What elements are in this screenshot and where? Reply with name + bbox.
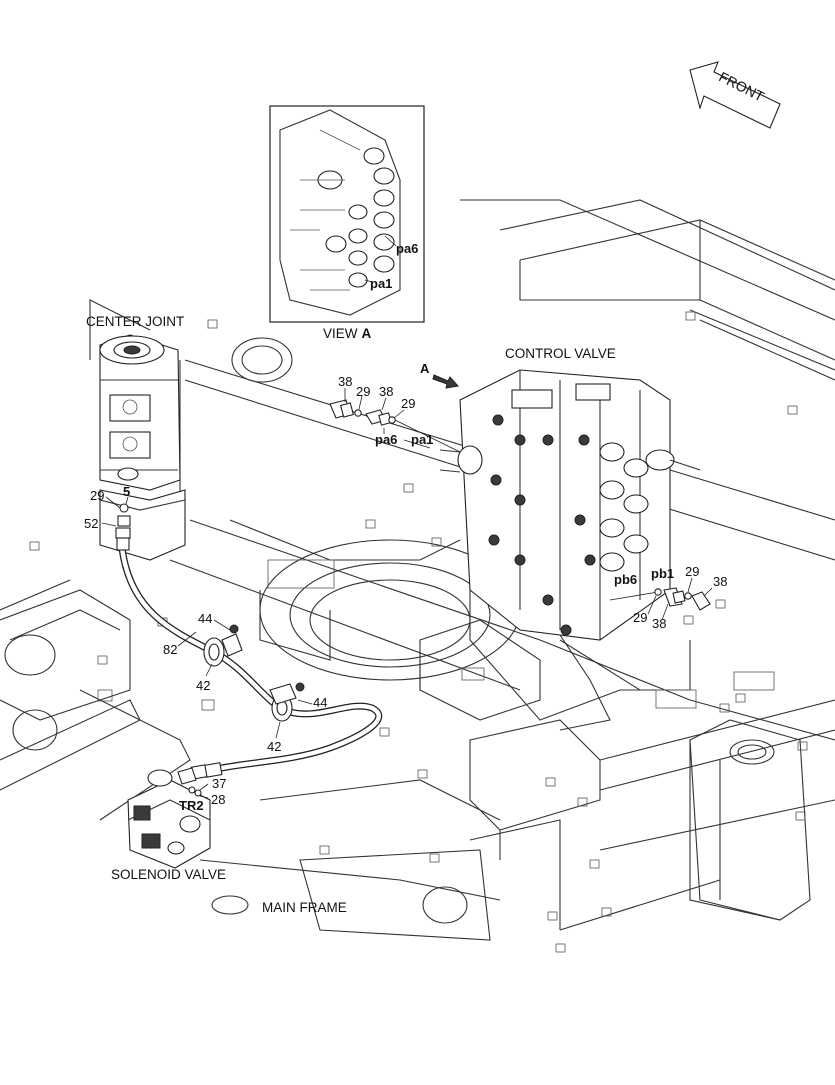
view-a-caption: VIEW A [323, 326, 372, 341]
view-a-letter: A [362, 326, 372, 341]
callout-44-b: 44 [313, 695, 327, 710]
view-a-word: VIEW [323, 326, 358, 341]
callout-29-c: 29 [685, 564, 699, 579]
arrow-a-label: A [420, 361, 430, 376]
callout-38-a: 38 [338, 374, 352, 389]
callout-52: 52 [84, 516, 98, 531]
callout-29-a: 29 [356, 384, 370, 399]
fittings-pb-group: pb6 pb1 29 38 29 38 [609, 564, 727, 631]
callout-tr2: TR2 [179, 798, 204, 813]
fittings-pa-group: 38 29 38 29 pa6 pa1 [329, 374, 461, 453]
callout-42-b: 42 [267, 739, 281, 754]
callout-pb6: pb6 [614, 572, 637, 587]
hose-callouts: 5 29 52 82 44 42 44 42 [84, 484, 327, 754]
hose-82 [115, 503, 383, 780]
solenoid-valve-drawing: 37 TR2 28 SOLENOID VALVE [111, 767, 226, 882]
callout-29-center-joint: 29 [90, 488, 104, 503]
callout-82: 82 [163, 642, 177, 657]
callout-pa1-view: pa1 [370, 276, 392, 291]
callout-29-d: 29 [633, 610, 647, 625]
view-a-inset: pa6 pa1 VIEW A [269, 105, 425, 341]
front-arrow-icon: FRONT [689, 61, 781, 129]
callout-42-a: 42 [196, 678, 210, 693]
callout-44-a: 44 [198, 611, 212, 626]
main-frame-drawing [0, 199, 835, 953]
callout-pa1-main: pa1 [411, 432, 433, 447]
callout-pa6-view: pa6 [396, 241, 418, 256]
main-frame-label: MAIN FRAME [262, 900, 347, 915]
control-valve-label: CONTROL VALVE [505, 346, 616, 361]
callout-5: 5 [123, 484, 130, 499]
callout-38-c: 38 [713, 574, 727, 589]
callout-37: 37 [212, 776, 226, 791]
control-valve-drawing: CONTROL VALVE [439, 346, 701, 641]
callout-28: 28 [211, 792, 225, 807]
callout-pa6-main: pa6 [375, 432, 397, 447]
callout-pb1: pb1 [651, 566, 674, 581]
callout-38-b: 38 [379, 384, 393, 399]
center-joint-label: CENTER JOINT [86, 314, 184, 329]
center-joint-drawing: CENTER JOINT [86, 314, 186, 561]
solenoid-valve-label: SOLENOID VALVE [111, 867, 226, 882]
callout-38-d: 38 [652, 616, 666, 631]
callout-29-b: 29 [401, 396, 415, 411]
view-a-arrow: A [420, 361, 459, 389]
